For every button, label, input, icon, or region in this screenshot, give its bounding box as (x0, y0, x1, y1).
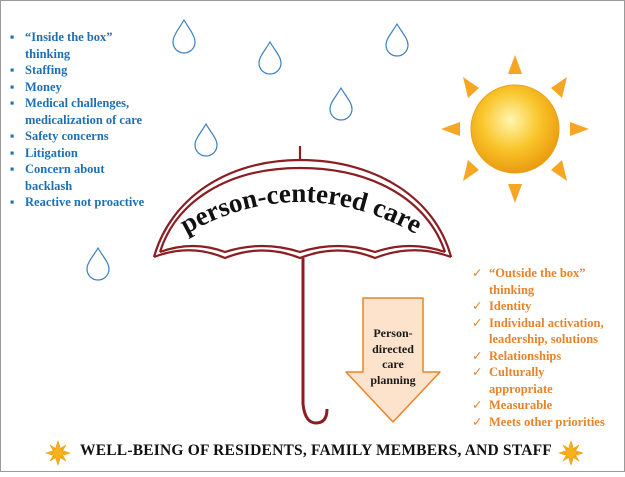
list-item: ▪Medical challenges, (10, 96, 130, 110)
checkmark-icon: ✓ (472, 348, 483, 363)
bullet-icon: ▪ (10, 63, 15, 77)
list-item: ▪Money (10, 79, 62, 94)
list-item: ▪Litigation (10, 145, 78, 160)
checkmark-icon: ✓ (472, 299, 483, 313)
list-item: ✓Culturally (472, 365, 545, 379)
bullet-icon: ▪ (10, 96, 15, 110)
footer-caption: WELL-BEING OF RESIDENTS, FAMILY MEMBERS,… (80, 442, 552, 459)
bullet-icon: ▪ (10, 195, 15, 209)
list-item: ▪Staffing (10, 63, 68, 77)
list-item: ▪“Inside the box” (10, 30, 113, 44)
list-item: appropriate (489, 381, 553, 396)
small-sun-icon (558, 440, 584, 466)
list-item: ✓Meets other priorities (472, 414, 605, 429)
checkmark-icon: ✓ (472, 398, 483, 412)
checkmark-icon: ✓ (472, 266, 483, 280)
list-item: medicalization of care (25, 112, 143, 127)
list-item: ▪Reactive not proactive (10, 195, 145, 209)
checkmark-icon: ✓ (472, 315, 483, 330)
raindrop-icon (86, 246, 110, 281)
down-arrow-icon (345, 297, 441, 423)
bullet-icon: ▪ (10, 129, 15, 143)
raindrop-icon (258, 40, 282, 75)
list-item: ▪Concern about (10, 162, 105, 176)
list-item: ▪Safety concerns (10, 129, 109, 143)
bullet-icon: ▪ (10, 145, 15, 160)
list-item: ✓Identity (472, 299, 532, 313)
list-item: ✓“Outside the box” (472, 266, 586, 280)
arrow-label: Person- directed care planning (370, 326, 416, 387)
sun-icon (441, 55, 589, 203)
barriers-list: ▪“Inside the box” thinking ▪Staffing ▪Mo… (10, 29, 185, 211)
list-item: ✓Relationships (472, 348, 562, 363)
raindrop-icon (385, 22, 409, 57)
raindrop-icon (194, 122, 218, 157)
checkmark-icon: ✓ (472, 414, 483, 429)
small-sun-icon (45, 440, 71, 466)
list-item: thinking (489, 282, 535, 297)
bullet-icon: ▪ (10, 162, 15, 176)
list-item: leadership, solutions (489, 332, 599, 346)
list-item: thinking (25, 46, 71, 61)
bullet-icon: ▪ (10, 30, 15, 44)
raindrop-icon (329, 86, 353, 121)
umbrella-icon (152, 146, 453, 425)
checkmark-icon: ✓ (472, 365, 483, 379)
list-item: ✓Individual activation, (472, 315, 604, 330)
enablers-list: ✓“Outside the box” thinking ✓Identity ✓I… (472, 265, 622, 430)
list-item: ✓Measurable (472, 398, 553, 412)
raindrop-icon (172, 18, 196, 54)
bullet-icon: ▪ (10, 79, 15, 94)
list-item: backlash (25, 178, 73, 193)
